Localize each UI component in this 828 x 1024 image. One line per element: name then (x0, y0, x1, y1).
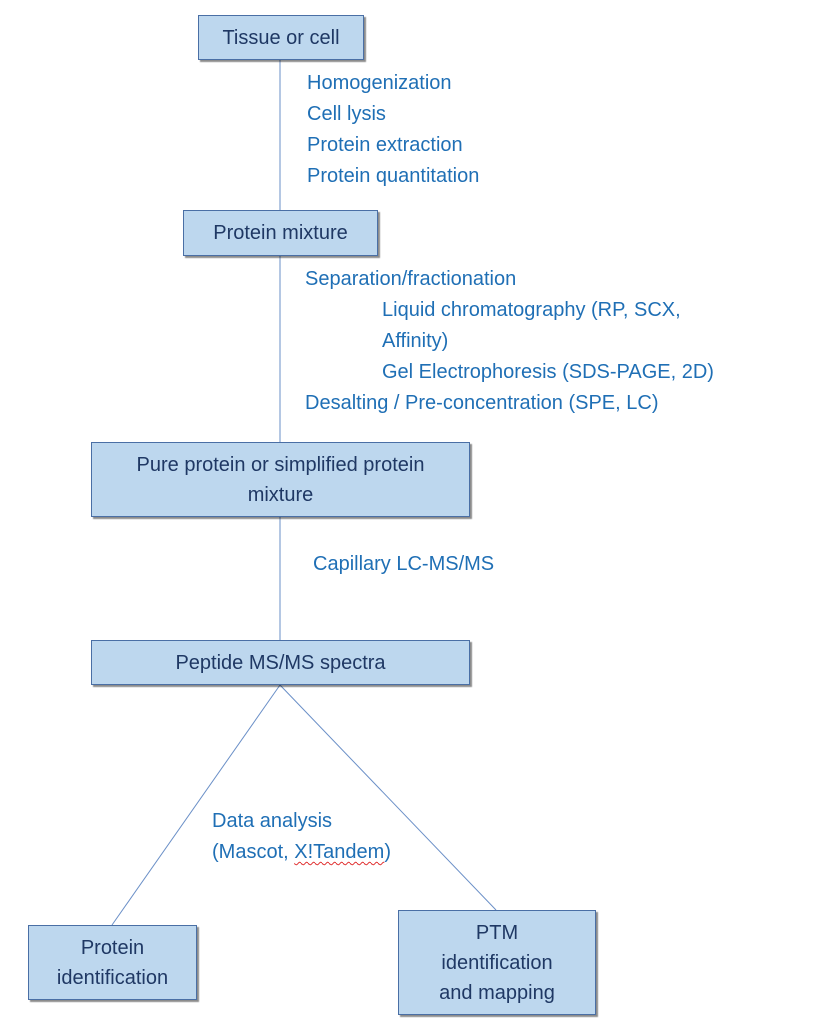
analysis-tool-name: X!Tandem (294, 841, 385, 863)
step-gel-electrophoresis: Gel Electrophoresis (SDS-PAGE, 2D) (382, 361, 714, 383)
step-protein-quantitation: Protein quantitation (307, 165, 480, 187)
step-protein-extraction: Protein extraction (307, 134, 463, 156)
connector-peptide-to-ptm (279, 684, 497, 911)
node-peptide-label: Peptide MS/MS spectra (175, 651, 386, 674)
node-tissue-label: Tissue or cell (222, 26, 340, 49)
step-data-analysis-line1: Data analysis (212, 810, 333, 832)
step-cell-lysis: Cell lysis (307, 103, 386, 125)
separation-steps-list: Separation/fractionation Liquid chromato… (305, 264, 714, 419)
node-ptm-line3: and mapping (439, 981, 555, 1004)
step-desalting: Desalting / Pre-concentration (SPE, LC) (305, 392, 659, 414)
analysis-prefix: (Mascot, (212, 841, 295, 863)
node-tissue-or-cell: Tissue or cell (198, 15, 364, 60)
node-mixture-label: Protein mixture (213, 222, 348, 244)
node-pure-protein: Pure protein or simplified protein mixtu… (91, 442, 470, 517)
node-protein-id-line2: identification (56, 966, 169, 989)
step-liquid-chromatography: Liquid chromatography (RP, SCX, (382, 299, 681, 321)
node-protein-id-line1: Protein (80, 936, 145, 959)
node-protein-mixture: Protein mixture (183, 210, 378, 256)
node-ptm-identification: PTM identification and mapping (398, 910, 596, 1015)
node-pure-label-line2: mixture (247, 483, 314, 506)
analysis-suffix: ) (384, 841, 391, 863)
step-separation-heading: Separation/fractionation (305, 268, 517, 290)
node-pure-label-line1: Pure protein or simplified protein (136, 453, 425, 476)
step-data-analysis: Data analysis (Mascot, X!Tandem) (212, 806, 391, 868)
node-ptm-line2: identification (441, 951, 553, 974)
node-protein-identification: Protein identification (28, 925, 197, 1000)
node-ptm-line1: PTM (475, 921, 519, 944)
step-homogenization: Homogenization (307, 72, 452, 94)
connector-peptide-to-protein-id (111, 684, 281, 926)
step-capillary-lcms: Capillary LC-MS/MS (313, 553, 495, 575)
step-liquid-chromatography-cont: Affinity) (382, 330, 449, 352)
step-data-analysis-line2: (Mascot, X!Tandem) (212, 837, 391, 868)
prep-steps-list: Homogenization Cell lysis Protein extrac… (307, 68, 479, 192)
node-peptide-spectra: Peptide MS/MS spectra (91, 640, 470, 685)
